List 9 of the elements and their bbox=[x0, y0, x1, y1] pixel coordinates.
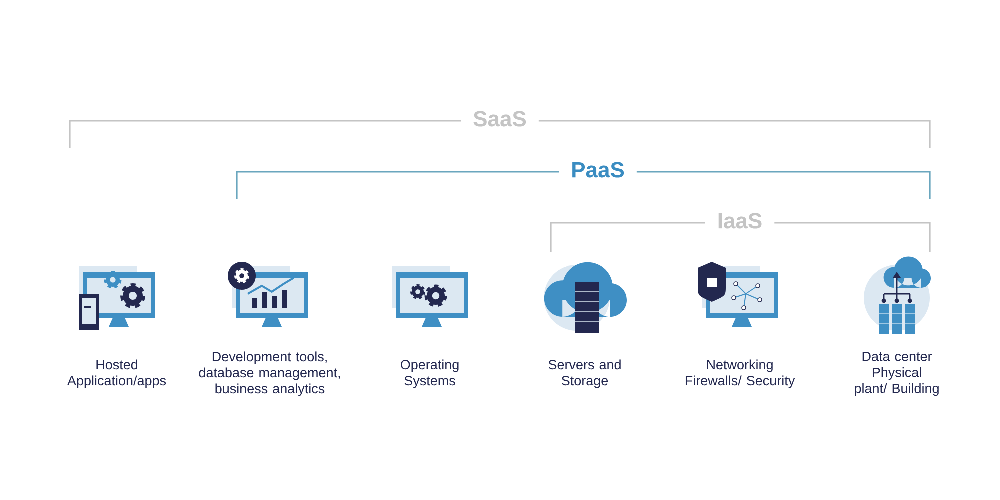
tier-label: SaaS bbox=[461, 109, 539, 129]
caption: Data center Physical plant/ Building bbox=[855, 352, 939, 396]
caption: Networking Firewalls/ Security bbox=[686, 360, 796, 388]
caption: Operating Systems bbox=[401, 360, 459, 388]
caption: Development tools, database management, business analytics bbox=[199, 352, 340, 396]
caption: Servers and Storage bbox=[548, 360, 621, 388]
caption: Hosted Application/apps bbox=[68, 360, 166, 388]
tier-label: PaaS bbox=[559, 160, 637, 180]
tier-label: IaaS bbox=[705, 211, 775, 231]
